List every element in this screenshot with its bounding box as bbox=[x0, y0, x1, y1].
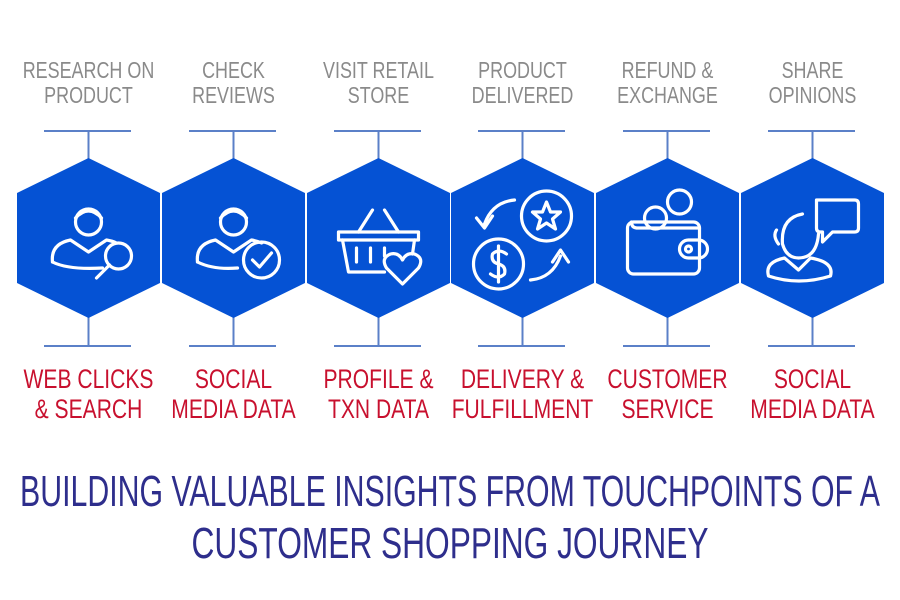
label-line: STORE bbox=[347, 82, 408, 108]
basket-heart-icon bbox=[336, 208, 422, 286]
step-graphic: CHECK REVIEWS SOCIAL MEDIA DATA bbox=[161, 57, 305, 424]
label-line: EXCHANGE bbox=[617, 82, 718, 108]
connector-lines bbox=[188, 130, 276, 347]
label-line: REFUND & bbox=[621, 57, 713, 83]
step-data-source-label: SOCIAL MEDIA DATA bbox=[171, 364, 295, 424]
hexagon bbox=[740, 158, 884, 318]
step-touchpoint-label: RESEARCH ON PRODUCT bbox=[22, 57, 154, 108]
label-line: SHARE bbox=[781, 57, 843, 83]
user-speech-icon bbox=[765, 198, 860, 283]
label-line: MEDIA DATA bbox=[750, 394, 874, 424]
user-search-icon bbox=[50, 207, 133, 280]
step-graphic: REFUND & EXCHANGE CUSTOMER SERVICE bbox=[595, 57, 739, 424]
label-line: CHECK bbox=[202, 57, 265, 83]
hexagon bbox=[450, 158, 594, 318]
step-touchpoint-label: VISIT RETAIL STORE bbox=[322, 57, 433, 108]
step-data-source-label: CUSTOMER SERVICE bbox=[607, 364, 727, 424]
step-graphic: SHARE OPINIONS SOCIAL MEDIA DATA bbox=[740, 57, 884, 424]
wallet-icon bbox=[625, 188, 709, 276]
step-data-source-label: PROFILE & TXN DATA bbox=[323, 364, 433, 424]
title-line-1: BUILDING VALUABLE INSIGHTS FROM TOUCHPOI… bbox=[20, 467, 880, 516]
label-line: DELIVERED bbox=[471, 82, 573, 108]
label-line: REVIEWS bbox=[192, 82, 275, 108]
label-line: PRODUCT bbox=[478, 57, 567, 83]
step-touchpoint-label: REFUND & EXCHANGE bbox=[617, 57, 718, 108]
diagram-title: BUILDING VALUABLE INSIGHTS FROM TOUCHPOI… bbox=[20, 467, 880, 568]
label-line: SOCIAL bbox=[194, 364, 271, 394]
step-graphic: RESEARCH ON PRODUCT WEB CLICKS & SEARCH bbox=[16, 57, 160, 424]
label-line: SERVICE bbox=[621, 394, 713, 424]
step-touchpoint-label: CHECK REVIEWS bbox=[192, 57, 275, 108]
hexagon bbox=[16, 158, 160, 318]
label-line: CUSTOMER bbox=[607, 364, 727, 394]
step-data-source-label: DELIVERY & FULFILLMENT bbox=[451, 364, 593, 424]
label-line: VISIT RETAIL bbox=[322, 57, 433, 83]
step-data-source-label: SOCIAL MEDIA DATA bbox=[750, 364, 874, 424]
label-line: PROFILE & bbox=[323, 364, 433, 394]
label-line: OPINIONS bbox=[768, 82, 856, 108]
journey-step: SHARE OPINIONS SOCIAL MEDIA DATA bbox=[740, 0, 885, 440]
step-touchpoint-label: SHARE OPINIONS bbox=[768, 57, 856, 108]
hexagon bbox=[306, 158, 450, 318]
step-graphic: PRODUCT DELIVERED DELIVERY & FULFILLMENT bbox=[450, 57, 594, 424]
label-line: PRODUCT bbox=[44, 82, 133, 108]
journey-step: CHECK REVIEWS SOCIAL MEDIA DATA bbox=[161, 0, 306, 440]
connector-lines bbox=[477, 130, 565, 347]
step-graphic: VISIT RETAIL STORE PROFILE & TXN DATA bbox=[306, 57, 450, 424]
journey-step: RESEARCH ON PRODUCT WEB CLICKS & SEARCH bbox=[16, 0, 161, 440]
connector-lines bbox=[767, 130, 855, 347]
journey-step: REFUND & EXCHANGE CUSTOMER SERVICE bbox=[595, 0, 740, 440]
journey-step: VISIT RETAIL STORE PROFILE & TXN DATA bbox=[306, 0, 451, 440]
user-check-icon bbox=[195, 207, 281, 280]
journey-step: PRODUCT DELIVERED DELIVERY & FULFILLMENT bbox=[450, 0, 595, 440]
step-touchpoint-label: PRODUCT DELIVERED bbox=[471, 57, 573, 108]
label-line: MEDIA DATA bbox=[171, 394, 295, 424]
label-line: WEB CLICKS bbox=[23, 364, 153, 394]
label-line: FULFILLMENT bbox=[451, 394, 593, 424]
exchange-dollar-star-icon bbox=[471, 189, 573, 291]
hexagon bbox=[595, 158, 739, 318]
hexagon bbox=[161, 158, 305, 318]
connector-lines bbox=[43, 130, 131, 347]
label-line: SOCIAL bbox=[773, 364, 850, 394]
connector-lines bbox=[333, 130, 421, 347]
connector-lines bbox=[622, 130, 710, 347]
label-line: TXN DATA bbox=[327, 394, 428, 424]
title-line-2: CUSTOMER SHOPPING JOURNEY bbox=[192, 519, 709, 568]
label-line: RESEARCH ON bbox=[22, 57, 154, 83]
label-line: & SEARCH bbox=[34, 394, 142, 424]
label-line: DELIVERY & bbox=[460, 364, 583, 394]
step-data-source-label: WEB CLICKS & SEARCH bbox=[23, 364, 153, 424]
